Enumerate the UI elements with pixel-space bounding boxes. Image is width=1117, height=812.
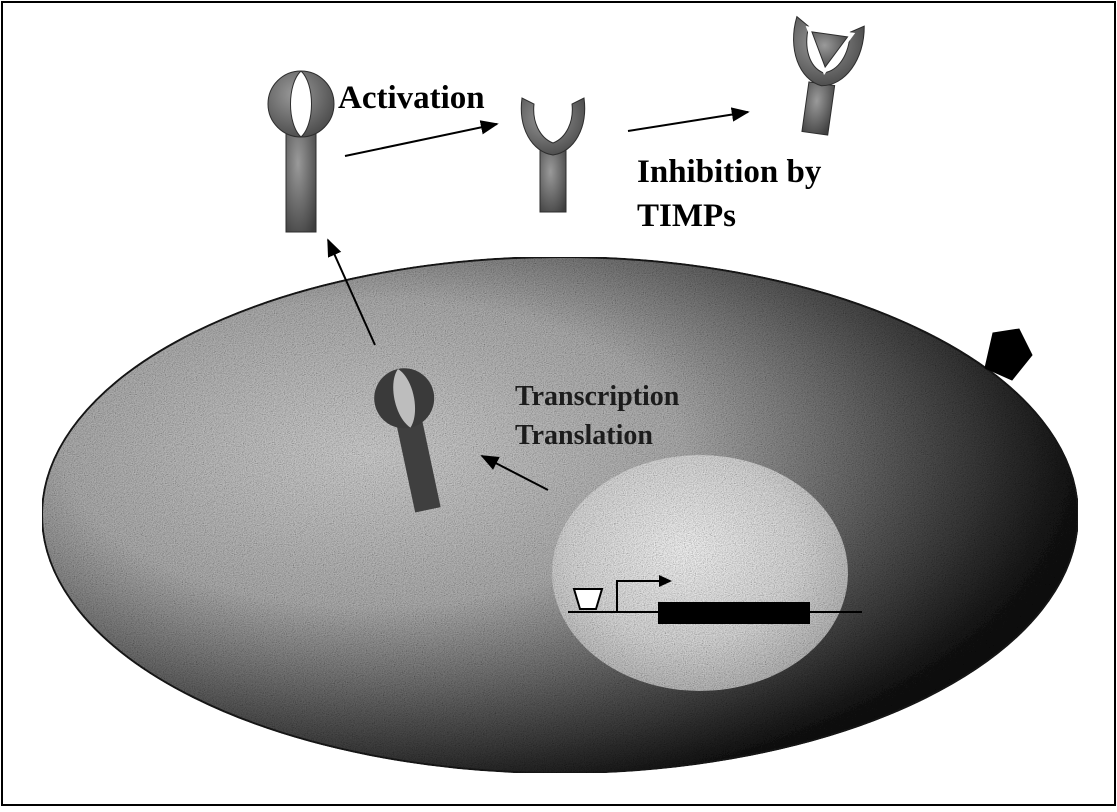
- gene-coding-region: [658, 602, 810, 624]
- trapezoid-promoter-icon: [574, 589, 602, 609]
- transcription-label: Transcription: [515, 381, 680, 412]
- inhibition-label-line2: TIMPs: [637, 198, 736, 234]
- cell-body: [42, 257, 1078, 773]
- activation-label: Activation: [338, 80, 485, 116]
- nucleus: [552, 455, 848, 691]
- translation-label: Translation: [515, 420, 653, 451]
- inhibition-label-line1: Inhibition by: [637, 154, 822, 190]
